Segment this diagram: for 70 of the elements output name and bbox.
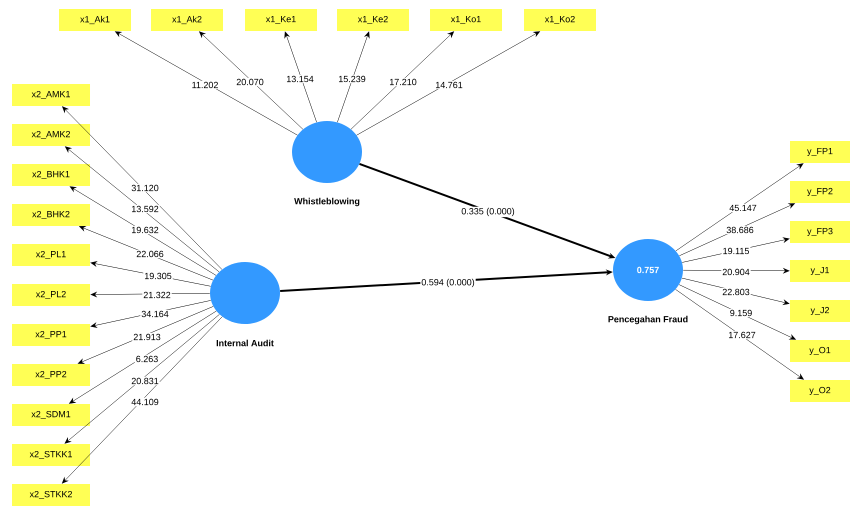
arrow xyxy=(65,146,220,272)
arrow xyxy=(350,31,454,130)
indicator-box: x1_Ak2 xyxy=(151,9,223,31)
edge-label: 31.120 xyxy=(130,184,160,192)
edge-label: 22.066 xyxy=(135,250,165,258)
arrow xyxy=(78,306,214,364)
indicator-box: x2_BHK2 xyxy=(12,204,90,226)
edge-label: 19.305 xyxy=(143,272,173,280)
construct-label: Internal Audit xyxy=(216,340,274,346)
arrow xyxy=(62,316,222,484)
edge-label: 44.109 xyxy=(130,398,160,406)
indicator-box: y_J2 xyxy=(790,300,850,322)
indicator-box: x2_AMK2 xyxy=(12,124,90,146)
edge-label: 20.904 xyxy=(721,268,751,276)
edge-label: 22.803 xyxy=(721,288,751,296)
indicator-box: x1_Ke2 xyxy=(337,9,409,31)
indicator-box: y_FP3 xyxy=(790,220,850,243)
indicator-box: x1_Ke1 xyxy=(245,9,317,31)
indicator-box: x1_Ak1 xyxy=(59,9,131,31)
indicator-box: x1_Ko1 xyxy=(430,9,502,31)
indicator-box: y_J1 xyxy=(790,260,850,282)
arrow xyxy=(64,314,220,444)
indicator-box: y_O2 xyxy=(790,380,850,402)
indicator-box: x2_AMK1 xyxy=(12,84,90,106)
edge-label: 19.632 xyxy=(130,226,160,234)
indicator-box: y_FP1 xyxy=(790,140,850,163)
arrow xyxy=(284,32,317,122)
indicator-box: y_FP2 xyxy=(790,180,850,203)
edge-label: 0.594 (0.000) xyxy=(420,278,476,288)
edge-label: 17.210 xyxy=(388,78,418,86)
indicator-box: x2_STKK1 xyxy=(12,444,90,466)
arrow xyxy=(199,31,304,130)
edge-label: 20.831 xyxy=(130,376,160,386)
edge-label: 19.115 xyxy=(722,246,750,256)
arrow xyxy=(62,106,222,270)
arrow xyxy=(679,203,795,256)
arrow xyxy=(678,284,796,340)
edge-label: 9.159 xyxy=(728,308,754,318)
edge-label: 45.147 xyxy=(728,204,758,212)
indicator-box: x2_SDM1 xyxy=(12,404,90,426)
arrow xyxy=(70,186,216,276)
edge-label: 6.263 xyxy=(134,354,160,364)
edge-label: 15.239 xyxy=(337,74,367,84)
indicator-box: x2_PP1 xyxy=(12,324,90,346)
edge-label: 17.627 xyxy=(727,330,757,340)
indicator-box: x2_STKK2 xyxy=(12,484,90,506)
arrow xyxy=(676,163,804,252)
edge-label: 11.202 xyxy=(190,80,220,90)
indicator-box: x2_BHK1 xyxy=(12,164,90,186)
edge-label: 13.154 xyxy=(285,74,315,84)
edge-label: 38.686 xyxy=(725,226,755,234)
edge-label: 34.164 xyxy=(140,310,170,318)
edge-label: 20.070 xyxy=(235,78,265,86)
indicator-box: x2_PP2 xyxy=(12,364,90,386)
edge-label: 21.913 xyxy=(132,332,162,342)
edge-label: 0.335 (0.000) xyxy=(460,206,516,218)
arrow xyxy=(114,31,298,136)
arrow xyxy=(69,310,217,404)
arrow xyxy=(675,289,804,380)
arrow xyxy=(337,32,370,122)
indicator-box: x2_PL2 xyxy=(12,284,90,306)
edge-label: 21.322 xyxy=(142,290,172,300)
edge-label: 14.761 xyxy=(434,80,464,90)
arrow xyxy=(356,31,540,136)
indicator-box: y_O1 xyxy=(790,340,850,362)
construct-label: Pencegahan Fraud xyxy=(608,316,688,324)
edge-label: 13.592 xyxy=(130,204,160,214)
construct-label: Whistleblowing xyxy=(294,198,360,206)
indicator-box: x2_PL1 xyxy=(12,244,90,266)
indicator-box: x1_Ko2 xyxy=(524,9,596,31)
